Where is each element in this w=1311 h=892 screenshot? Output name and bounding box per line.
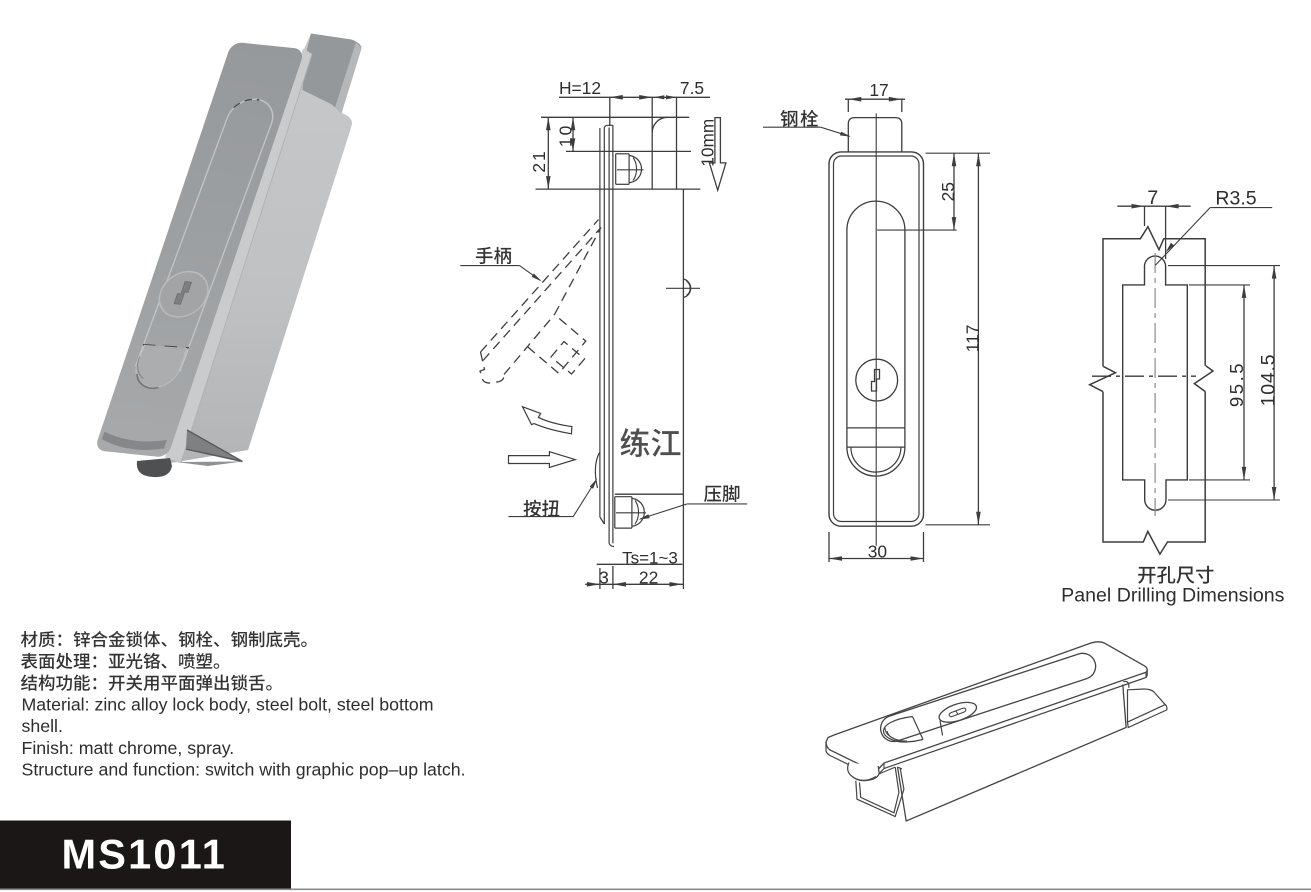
svg-text:104.5: 104.5 <box>1258 354 1280 407</box>
svg-text:10mm: 10mm <box>698 119 718 167</box>
svg-text:shell.: shell. <box>22 716 63 736</box>
svg-text:Panel Drilling Dimensions: Panel Drilling Dimensions <box>1061 585 1284 607</box>
svg-text:Ts=1~3: Ts=1~3 <box>622 549 678 568</box>
svg-text:21: 21 <box>529 149 549 172</box>
svg-text:10: 10 <box>556 124 576 147</box>
svg-text:H=12: H=12 <box>559 78 601 98</box>
svg-text:Finish: matt chrome, spray.: Finish: matt chrome, spray. <box>22 738 235 758</box>
svg-text:22: 22 <box>639 568 658 588</box>
svg-text:117: 117 <box>962 325 982 353</box>
svg-text:R3.5: R3.5 <box>1215 188 1256 210</box>
svg-text:MS1011: MS1011 <box>62 831 227 878</box>
svg-text:95.5: 95.5 <box>1226 361 1247 407</box>
svg-text:7: 7 <box>1147 187 1158 209</box>
svg-text:Material: zinc alloy lock body: Material: zinc alloy lock body, steel bo… <box>22 695 434 715</box>
svg-text:25: 25 <box>938 182 958 201</box>
svg-text:30: 30 <box>868 542 887 562</box>
svg-text:Structure and function: switch: Structure and function: switch with grap… <box>22 760 466 780</box>
svg-text:7.5: 7.5 <box>680 78 704 98</box>
svg-text:17: 17 <box>869 80 888 100</box>
svg-text:3: 3 <box>599 568 609 588</box>
